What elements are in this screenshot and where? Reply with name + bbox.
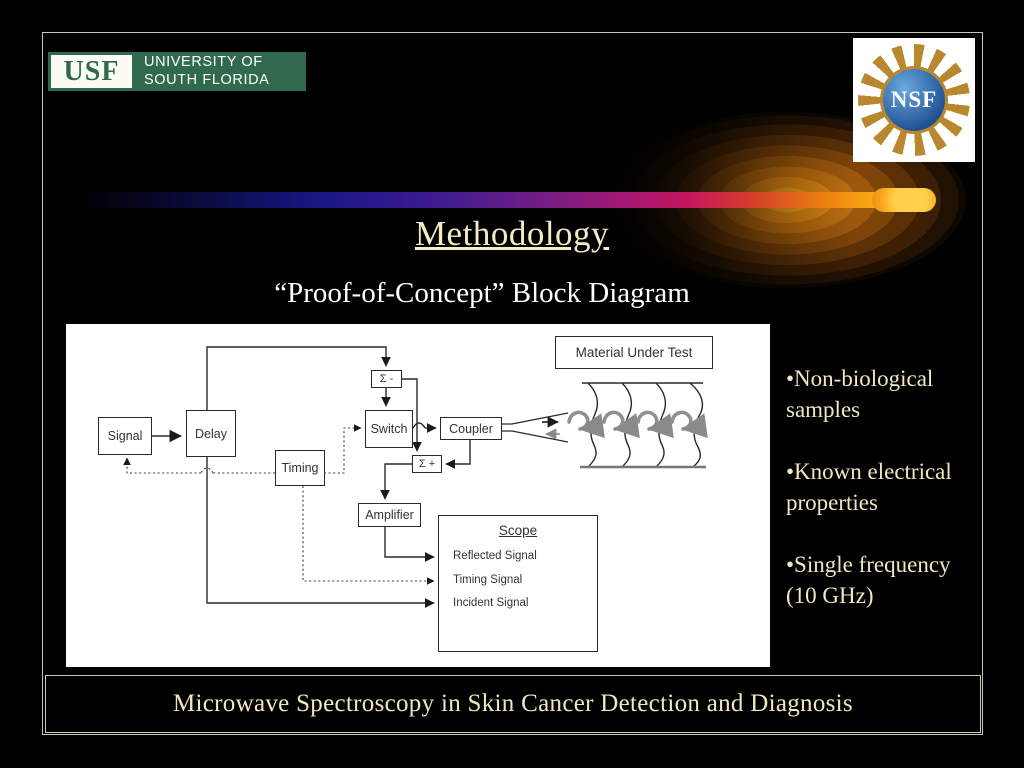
block-signal: Signal bbox=[98, 417, 152, 455]
block-switch: Switch bbox=[365, 410, 413, 448]
block-coupler: Coupler bbox=[440, 417, 502, 440]
bullet-known-electrical: •Known electrical properties bbox=[786, 459, 952, 516]
timing-dashed-wires bbox=[123, 424, 435, 585]
bullet-non-biological: •Non-biological samples bbox=[786, 366, 934, 423]
page-subtitle: “Proof-of-Concept” Block Diagram bbox=[274, 277, 690, 309]
block-amplifier: Amplifier bbox=[358, 503, 421, 527]
block-sigma-plus: Σ + bbox=[412, 455, 442, 473]
solid-wires bbox=[206, 346, 471, 608]
slide-frame bbox=[42, 32, 983, 735]
horn-antenna bbox=[502, 412, 569, 443]
footer-title: Microwave Spectroscopy in Skin Cancer De… bbox=[173, 690, 853, 717]
usf-name-box: UNIVERSITY OF SOUTH FLORIDA bbox=[135, 52, 306, 91]
usf-abbr-text: USF bbox=[63, 55, 120, 87]
footer-box: Microwave Spectroscopy in Skin Cancer De… bbox=[45, 675, 981, 733]
bullet-list: •Non-biological samples •Known electrica… bbox=[786, 363, 982, 642]
usf-abbr-box: USF bbox=[48, 52, 135, 91]
scope-channel-timing: Timing Signal bbox=[453, 574, 523, 586]
material-samples bbox=[580, 382, 706, 469]
gradient-bar-graphic bbox=[76, 192, 922, 208]
scope-channel-incident: Incident Signal bbox=[453, 597, 529, 609]
usf-name-line1: UNIVERSITY OF bbox=[144, 53, 263, 70]
scope-channel-reflected: Reflected Signal bbox=[453, 550, 537, 562]
usf-name-line2: SOUTH FLORIDA bbox=[144, 71, 270, 88]
block-timing: Timing bbox=[275, 450, 325, 486]
block-sigma-minus: Σ - bbox=[371, 370, 402, 388]
nsf-globe-icon: NSF bbox=[883, 69, 945, 131]
nsf-starburst-icon: NSF bbox=[858, 44, 970, 156]
block-material-under-test: Material Under Test bbox=[555, 336, 713, 369]
usf-logo: USF UNIVERSITY OF SOUTH FLORIDA bbox=[48, 52, 306, 91]
diagram-connections bbox=[123, 346, 708, 608]
sample-curl-arrows bbox=[567, 410, 708, 439]
page-title: Methodology bbox=[414, 214, 610, 253]
block-scope: Scope Reflected Signal Timing Signal Inc… bbox=[438, 515, 598, 652]
gradient-bar-tip bbox=[872, 188, 936, 212]
bullet-single-frequency: •Single frequency (10 GHz) bbox=[786, 552, 951, 609]
block-delay: Delay bbox=[186, 410, 236, 457]
nsf-logo: NSF bbox=[853, 38, 975, 162]
block-diagram: Signal Delay Timing Σ - Switch Σ + Coupl… bbox=[66, 324, 770, 667]
scope-title: Scope bbox=[498, 523, 538, 538]
nsf-text: NSF bbox=[890, 87, 938, 112]
